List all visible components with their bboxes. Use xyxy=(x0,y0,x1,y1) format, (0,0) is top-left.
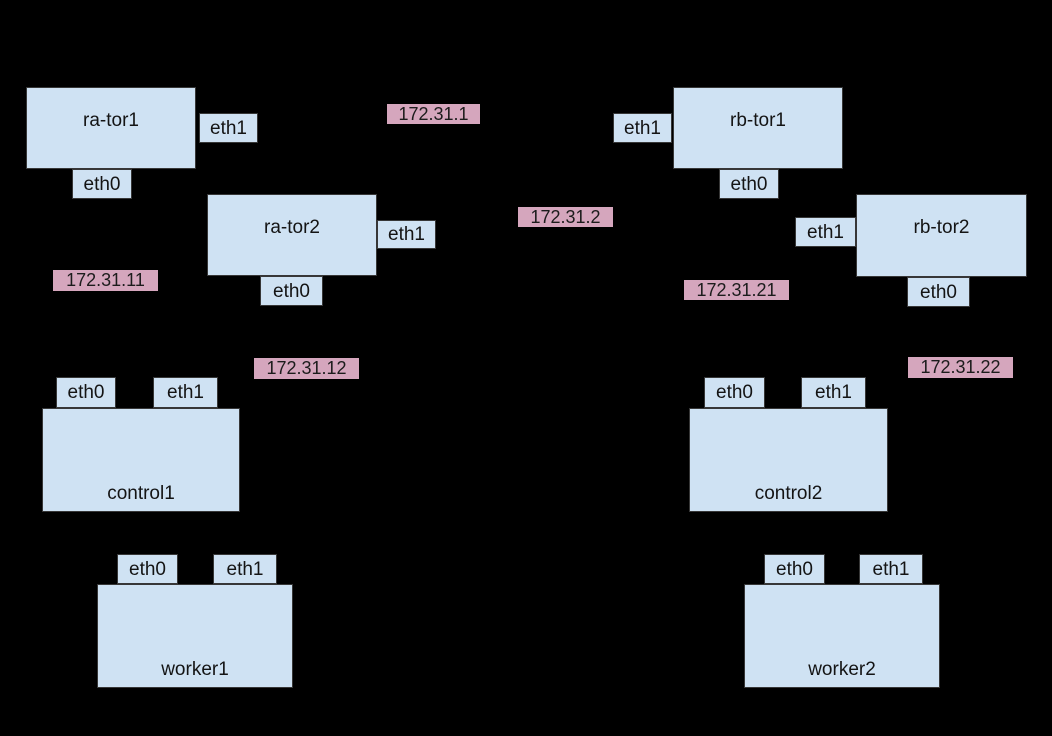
port-rb-tor1-eth0-label: eth0 xyxy=(730,173,768,195)
node-rb-tor1-label: rb-tor1 xyxy=(730,110,786,131)
ip-label-172-31-2: 172.31.2 xyxy=(518,207,613,227)
node-worker1-label: worker1 xyxy=(161,659,229,680)
port-worker1-eth1: eth1 xyxy=(213,554,277,584)
port-control2-eth1: eth1 xyxy=(801,377,866,408)
node-rb-tor2-label: rb-tor2 xyxy=(913,217,970,238)
port-control2-eth0-label: eth0 xyxy=(716,382,753,403)
node-control1-label: control1 xyxy=(107,483,175,504)
port-worker1-eth1-label: eth1 xyxy=(226,558,264,580)
node-ra-tor1-label: ra-tor1 xyxy=(83,110,139,131)
port-rb-tor2-eth1-label: eth1 xyxy=(807,221,844,243)
port-control1-eth1: eth1 xyxy=(153,377,218,408)
port-ra-tor1-eth1: eth1 xyxy=(199,113,258,143)
port-rb-tor1-eth1-label: eth1 xyxy=(624,117,661,139)
node-worker2: worker2 xyxy=(744,584,940,688)
ip-label-172-31-21: 172.31.21 xyxy=(684,280,789,300)
port-ra-tor1-eth1-label: eth1 xyxy=(210,117,247,139)
node-ra-tor1: ra-tor1 xyxy=(26,87,196,169)
node-ra-tor2: ra-tor2 xyxy=(207,194,377,276)
port-rb-tor2-eth1: eth1 xyxy=(795,217,856,247)
port-ra-tor2-eth1: eth1 xyxy=(377,220,436,249)
port-rb-tor2-eth0: eth0 xyxy=(907,277,970,307)
port-control2-eth0: eth0 xyxy=(704,377,765,408)
node-worker1: worker1 xyxy=(97,584,293,688)
port-ra-tor1-eth0: eth0 xyxy=(72,169,132,199)
ip-label-172-31-22: 172.31.22 xyxy=(908,357,1013,378)
node-ra-tor2-label: ra-tor2 xyxy=(264,217,320,238)
port-worker2-eth1-label: eth1 xyxy=(872,558,910,580)
port-rb-tor2-eth0-label: eth0 xyxy=(920,281,957,303)
port-rb-tor1-eth1: eth1 xyxy=(613,113,672,143)
node-worker2-label: worker2 xyxy=(808,659,876,680)
node-control2-label: control2 xyxy=(754,483,823,504)
port-ra-tor2-eth1-label: eth1 xyxy=(388,224,425,245)
node-control1: control1 xyxy=(42,408,240,512)
ip-label-172-31-11: 172.31.11 xyxy=(53,270,158,291)
node-rb-tor2: rb-tor2 xyxy=(856,194,1027,277)
port-ra-tor1-eth0-label: eth0 xyxy=(83,173,121,195)
node-rb-tor1: rb-tor1 xyxy=(673,87,843,169)
port-rb-tor1-eth0: eth0 xyxy=(719,169,779,199)
port-worker2-eth0-label: eth0 xyxy=(776,558,813,580)
port-worker1-eth0: eth0 xyxy=(117,554,178,584)
port-control1-eth0-label: eth0 xyxy=(67,382,105,403)
port-worker1-eth0-label: eth0 xyxy=(129,558,166,580)
port-ra-tor2-eth0: eth0 xyxy=(260,276,323,306)
port-ra-tor2-eth0-label: eth0 xyxy=(273,280,310,302)
port-control1-eth0: eth0 xyxy=(56,377,116,408)
port-control2-eth1-label: eth1 xyxy=(815,382,852,403)
port-worker2-eth0: eth0 xyxy=(764,554,825,584)
ip-label-172-31-1: 172.31.1 xyxy=(387,104,480,124)
port-control1-eth1-label: eth1 xyxy=(167,382,204,403)
ip-label-172-31-12: 172.31.12 xyxy=(254,358,359,379)
node-control2: control2 xyxy=(689,408,888,512)
port-worker2-eth1: eth1 xyxy=(859,554,923,584)
